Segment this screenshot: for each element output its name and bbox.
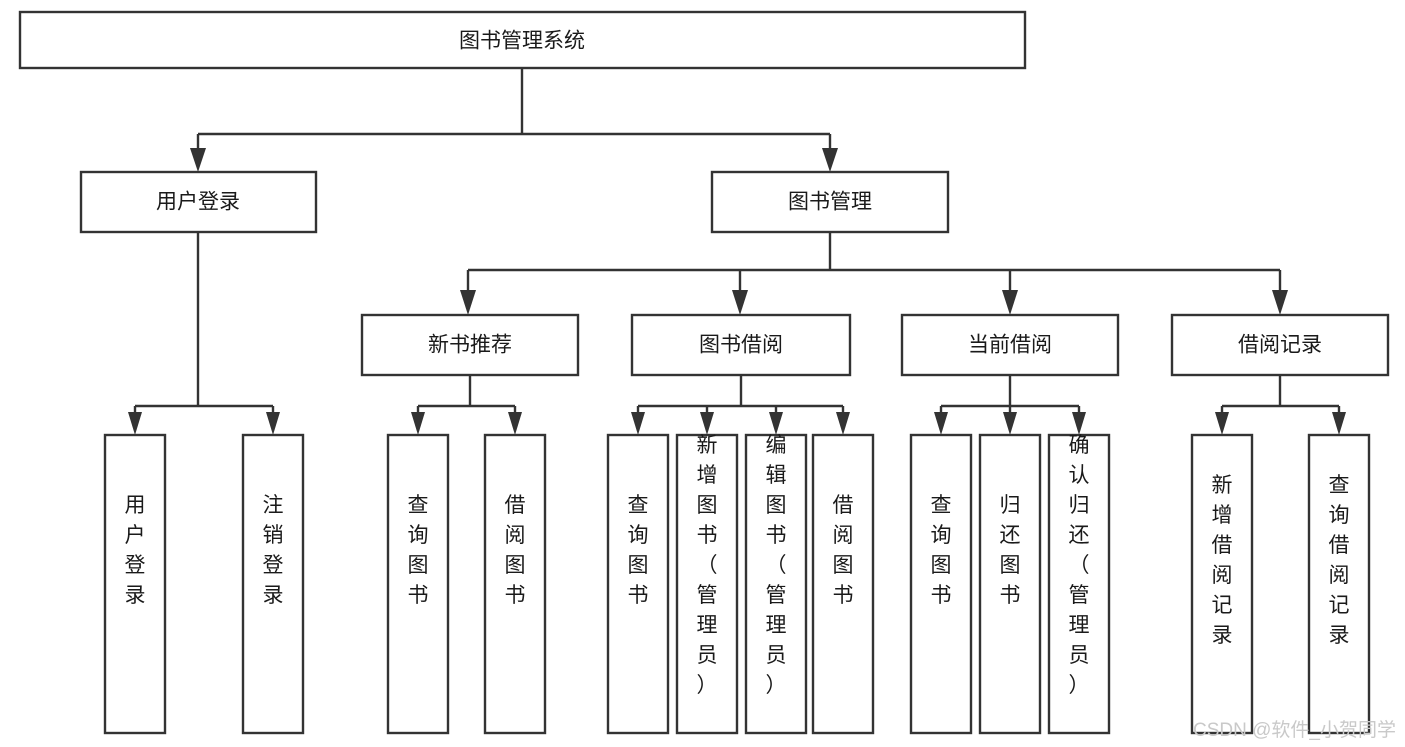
node-user-login-label: 用户登录 — [156, 191, 240, 214]
leaf-node-edit-book[interactable]: 编辑图书（管理员） — [744, 433, 808, 735]
leaf-node-borrow-book-borrow-label: 借阅图书 — [833, 494, 854, 607]
arrow-head-icon — [190, 148, 206, 172]
leaf-node-query-book-new-label: 查询图书 — [408, 494, 429, 607]
arrow-head-icon — [1272, 290, 1288, 315]
leaf-node-edit-book-label: 编辑图书（管理员） — [766, 434, 787, 697]
node-book-management[interactable]: 图书管理 — [710, 170, 950, 234]
connector-group-root — [190, 68, 838, 172]
connector-group-borrow-records — [1215, 375, 1346, 435]
node-book-management-label: 图书管理 — [788, 191, 872, 214]
node-new-book-recommend[interactable]: 新书推荐 — [360, 313, 580, 377]
leaf-node-query-book-current-label: 查询图书 — [931, 494, 952, 607]
node-root-box[interactable] — [18, 10, 1027, 70]
node-root-label: 图书管理系统 — [459, 30, 585, 53]
node-new-book-recommend-label: 新书推荐 — [428, 334, 512, 357]
leaf-node-query-book-new[interactable]: 查询图书 — [386, 433, 450, 735]
connector-group-book-mgmt — [460, 232, 1288, 315]
arrow-head-icon — [128, 412, 142, 435]
arrow-head-icon — [266, 412, 280, 435]
connector-group-book-borrow — [631, 375, 850, 435]
arrow-head-icon — [1332, 412, 1346, 435]
node-book-management-box[interactable] — [710, 170, 950, 234]
node-borrow-record-label: 借阅记录 — [1238, 334, 1322, 357]
leaf-node-borrow-book-borrow[interactable]: 借阅图书 — [811, 433, 875, 735]
leaf-node-query-book-new-box[interactable] — [386, 433, 450, 735]
arrow-head-icon — [822, 148, 838, 172]
node-book-borrow-label: 图书借阅 — [699, 334, 783, 357]
leaf-node-return-book[interactable]: 归还图书 — [978, 433, 1042, 735]
arrow-head-icon — [769, 412, 783, 435]
node-current-borrow-label: 当前借阅 — [968, 334, 1052, 357]
leaf-node-confirm-return[interactable]: 确认归还（管理员） — [1047, 433, 1111, 735]
leaf-node-borrow-book-new[interactable]: 借阅图书 — [483, 433, 547, 735]
arrow-head-icon — [1072, 412, 1086, 435]
node-current-borrow-box[interactable] — [900, 313, 1120, 377]
leaf-node-user-login-label: 用户登录 — [125, 494, 146, 607]
leaf-node-user-login-box[interactable] — [103, 433, 167, 735]
leaf-node-query-book-borrow-box[interactable] — [606, 433, 670, 735]
leaf-node-add-borrow-record-box[interactable] — [1190, 433, 1254, 735]
leaf-node-add-book-label: 新增图书（管理员） — [697, 434, 718, 697]
leaf-node-add-book-box[interactable] — [675, 433, 739, 735]
leaf-node-confirm-return-box[interactable] — [1047, 433, 1111, 735]
node-current-borrow[interactable]: 当前借阅 — [900, 313, 1120, 377]
leaf-node-add-book[interactable]: 新增图书（管理员） — [675, 433, 739, 735]
leaf-node-edit-book-box[interactable] — [744, 433, 808, 735]
leaf-node-return-book-box[interactable] — [978, 433, 1042, 735]
arrow-head-icon — [1215, 412, 1229, 435]
node-new-book-recommend-box[interactable] — [360, 313, 580, 377]
arrow-head-icon — [631, 412, 645, 435]
node-user-login[interactable]: 用户登录 — [79, 170, 318, 234]
leaf-node-query-borrow-record[interactable]: 查询借阅记录 — [1307, 433, 1371, 735]
arrow-head-icon — [508, 412, 522, 435]
leaf-node-user-login[interactable]: 用户登录 — [103, 433, 167, 735]
leaf-node-query-book-borrow[interactable]: 查询图书 — [606, 433, 670, 735]
node-book-borrow-box[interactable] — [630, 313, 852, 377]
arrow-head-icon — [460, 290, 476, 315]
leaf-node-confirm-return-label: 确认归还（管理员） — [1069, 434, 1090, 697]
node-root[interactable]: 图书管理系统 — [18, 10, 1027, 70]
connector-group-new-books — [411, 375, 522, 435]
leaf-node-query-book-current[interactable]: 查询图书 — [909, 433, 973, 735]
arrow-head-icon — [1003, 412, 1017, 435]
leaf-node-borrow-book-borrow-box[interactable] — [811, 433, 875, 735]
arrow-head-icon — [836, 412, 850, 435]
arrow-head-icon — [732, 290, 748, 315]
node-borrow-record[interactable]: 借阅记录 — [1170, 313, 1390, 377]
leaf-node-borrow-book-new-label: 借阅图书 — [505, 494, 526, 607]
arrow-head-icon — [411, 412, 425, 435]
arrow-head-icon — [700, 412, 714, 435]
leaf-node-query-borrow-record-label: 查询借阅记录 — [1329, 474, 1350, 647]
leaf-node-logout-box[interactable] — [241, 433, 305, 735]
leaf-node-query-book-current-box[interactable] — [909, 433, 973, 735]
leaf-node-add-borrow-record-label: 新增借阅记录 — [1212, 474, 1233, 647]
node-user-login-box[interactable] — [79, 170, 318, 234]
connector-group-user-login — [128, 232, 280, 435]
watermark-label: CSDN @软件_小贺同学 — [1193, 719, 1396, 741]
node-book-borrow[interactable]: 图书借阅 — [630, 313, 852, 377]
leaf-node-query-book-borrow-label: 查询图书 — [628, 494, 649, 607]
leaf-node-return-book-label: 归还图书 — [1000, 494, 1021, 607]
leaf-node-add-borrow-record[interactable]: 新增借阅记录 — [1190, 433, 1254, 735]
leaf-node-logout-label: 注销登录 — [263, 494, 284, 607]
leaf-node-borrow-book-new-box[interactable] — [483, 433, 547, 735]
leaf-node-logout[interactable]: 注销登录 — [241, 433, 305, 735]
arrow-head-icon — [934, 412, 948, 435]
leaf-node-query-borrow-record-box[interactable] — [1307, 433, 1371, 735]
arrow-head-icon — [1002, 290, 1018, 315]
node-borrow-record-box[interactable] — [1170, 313, 1390, 377]
connector-group-current-borrow — [934, 375, 1086, 435]
